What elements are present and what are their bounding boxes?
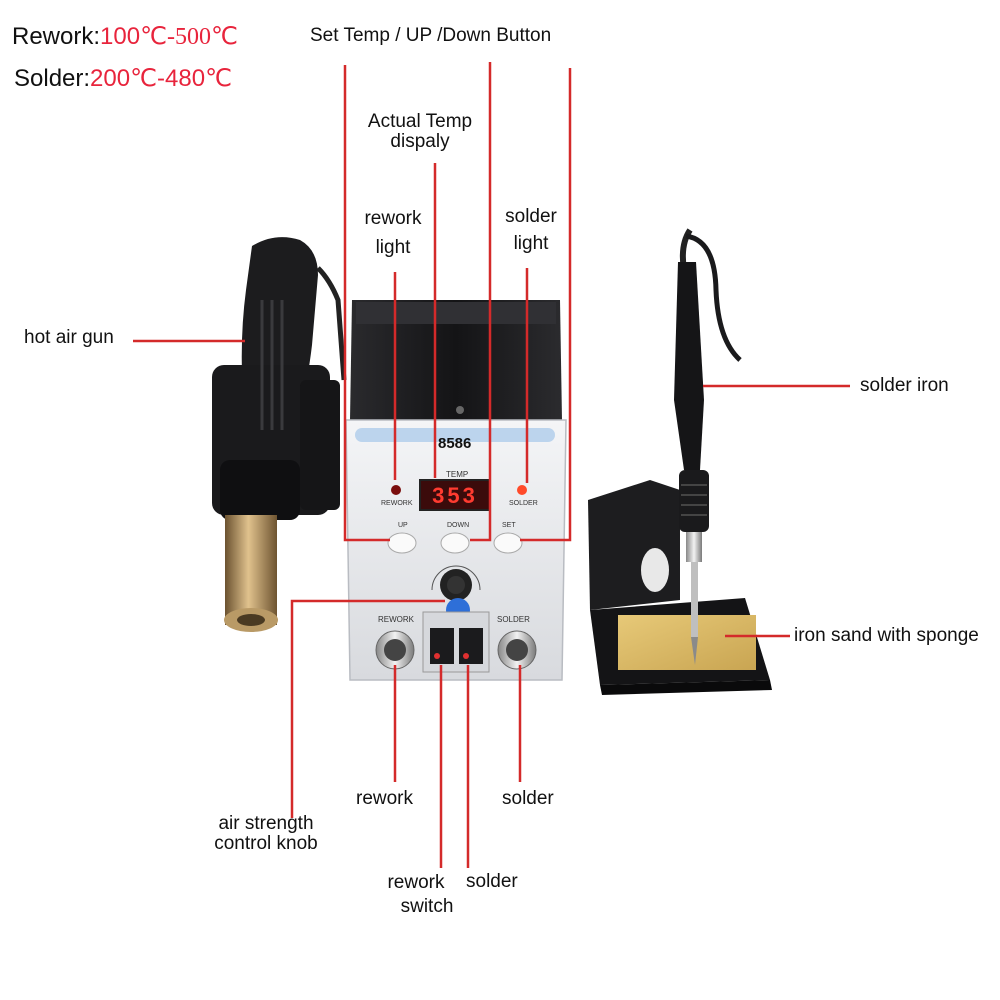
rework-high: ℃-500℃ (140, 24, 238, 50)
solder-light-line1: solder (505, 206, 557, 227)
iron-stand (588, 480, 772, 695)
air-knob-line1: air strength (218, 813, 314, 834)
solder-iron-label: solder iron (860, 375, 949, 396)
rework-light-label: rework light (348, 204, 438, 263)
rework-port-label: rework (356, 788, 414, 809)
rework-switch-line2: switch (400, 895, 454, 917)
svg-text:SOLDER: SOLDER (509, 500, 538, 507)
svg-text:SOLDER: SOLDER (497, 615, 530, 624)
svg-text:TEMP: TEMP (446, 470, 468, 479)
air-knob-line2: control knob (214, 832, 318, 854)
solder-light-label: solder light (486, 204, 576, 257)
solder-port-label: solder (502, 788, 554, 809)
solder-range: 200℃-480℃ (90, 65, 233, 92)
hot-air-gun-label: hot air gun (24, 327, 114, 348)
svg-text:DOWN: DOWN (447, 522, 469, 529)
rework-light-line2: light (375, 237, 411, 259)
air-knob-label: air strength control knob (196, 814, 336, 854)
soldering-iron (674, 228, 742, 665)
rework-switch-label: rework switch (376, 871, 456, 919)
solder-switch-label: solder (466, 871, 518, 892)
actual-temp-label: Actual Temp dispaly (355, 112, 485, 152)
station-body: 8586 TEMP 353 REWORK SOLDER UP DOWN SET … (345, 300, 567, 681)
svg-text:UP: UP (398, 522, 408, 529)
iron-stand-label: iron sand with sponge (794, 625, 979, 646)
svg-text:REWORK: REWORK (378, 615, 415, 624)
rework-label: Rework: (12, 23, 101, 50)
svg-text:REWORK: REWORK (381, 500, 413, 507)
svg-text:SET: SET (502, 522, 516, 529)
leader-lines (133, 62, 850, 868)
svg-text:8586: 8586 (438, 435, 471, 452)
rework-temp-range: Rework:100℃-500℃ (12, 22, 238, 51)
solder-label: Solder: (14, 65, 91, 92)
rework-switch-line1: rework (387, 872, 445, 893)
rework-low: 100 (100, 23, 141, 50)
set-temp-label: Set Temp / UP /Down Button (310, 25, 552, 46)
solder-light-line2: light (513, 232, 549, 254)
rework-light-line1: rework (364, 208, 422, 229)
solder-temp-range: Solder:200℃-480℃ (14, 64, 232, 93)
hot-air-gun (212, 237, 347, 632)
actual-temp-line2: dispaly (390, 130, 450, 152)
actual-temp-line1: Actual Temp (367, 111, 473, 132)
svg-text:353: 353 (432, 483, 478, 508)
